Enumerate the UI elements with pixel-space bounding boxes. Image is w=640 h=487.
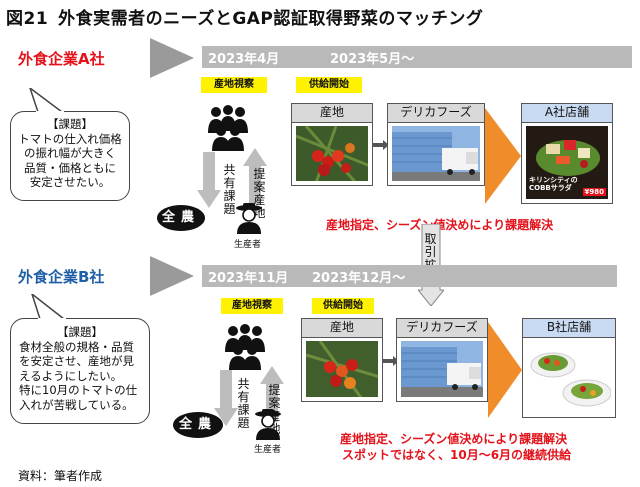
company-a-date-1: 2023年4月	[208, 52, 280, 67]
company-a-tag-visit: 産地視察	[201, 77, 267, 93]
box-store-label: A社店舗	[522, 104, 612, 123]
company-b-producer-label: 生産者	[254, 445, 282, 455]
figure-title: 図21 外食実需者のニーズとGAP認証取得野菜のマッチング	[6, 4, 483, 29]
truck-photo	[392, 126, 480, 181]
company-b-tag-visit: 産地視察	[221, 298, 283, 314]
company-b-box-delica: デリカフーズ	[396, 318, 488, 402]
company-b-orange-arrow-icon	[488, 322, 522, 418]
box-farm-label: 産地	[302, 319, 382, 338]
company-b-result-line-1: 産地指定、シーズン値決めにより課題解決	[340, 432, 568, 446]
company-b-bubble-tail	[31, 294, 67, 321]
company-b-down-arrow-icon	[214, 370, 238, 426]
issue-line: 安定させたい。	[29, 175, 111, 189]
company-a-tag-supply: 供給開始	[296, 77, 362, 93]
salad-plates-photo	[527, 341, 611, 413]
source-note: 資料：筆者作成	[18, 469, 103, 483]
company-b-farmer-icon	[255, 409, 281, 440]
company-b-label-share: 共有課題	[237, 377, 250, 430]
box-farm-label: 産地	[292, 104, 372, 123]
issue-line: を安定させ、産地が見	[19, 354, 134, 368]
truck-photo	[401, 341, 483, 397]
tomato-photo	[296, 126, 368, 181]
issue-line: 入れが苦戦している。	[19, 397, 134, 412]
salad-photo: キリンシティの COBBサラダ ¥980	[526, 126, 608, 199]
company-a-label-propose: 提案産地	[253, 167, 266, 220]
company-b-org-zennou: 全農	[173, 412, 223, 438]
company-a-org-zennou: 全農	[157, 205, 205, 231]
issue-line: の振れ幅が大きく	[24, 146, 116, 160]
company-b-staff-group-icon	[225, 324, 265, 370]
company-b-timeline-band	[202, 265, 617, 287]
company-a-date-2: 2023年5月～	[330, 52, 415, 67]
company-b-date-1: 2023年11月	[208, 271, 289, 286]
figure-title-text: 外食実需者のニーズとGAP認証取得野菜のマッチング	[58, 9, 484, 29]
issue-title: 【課題】	[47, 117, 93, 131]
company-a-up-arrow-icon	[243, 148, 267, 204]
company-b-up-arrow-icon	[260, 366, 284, 422]
menu-price-badge: ¥980	[582, 188, 606, 196]
menu-caption-line: キリンシティの	[529, 176, 578, 184]
company-a-farmer-icon	[236, 203, 262, 234]
company-a-box-farm: 産地	[291, 103, 373, 186]
company-a-box-delica: デリカフーズ	[387, 103, 485, 186]
company-a-name: 外食企業A社	[18, 50, 105, 68]
box-delica-label: デリカフーズ	[388, 104, 484, 123]
company-b-issue-bubble: 【課題】 食材全般の規格・品質 を安定させ、産地が見 えるようにしたい。 特に1…	[10, 318, 150, 424]
issue-line: 特に10月のトマトの仕	[19, 383, 138, 397]
company-a-issue-bubble: 【課題】 トマトの仕入れ価格 の振れ幅が大きく 品質・価格ともに 安定させたい。	[10, 111, 130, 201]
company-b-tag-supply: 供給開始	[312, 298, 374, 314]
company-b-result-line-2: スポットではなく、10月～6月の継続供給	[342, 448, 572, 462]
company-a-down-arrow-icon	[197, 152, 221, 208]
company-a-staff-group-icon	[208, 105, 248, 151]
company-a-bubble-tail	[29, 88, 65, 114]
company-a-label-share: 共有課題	[223, 163, 236, 216]
company-b-pointer-icon	[150, 256, 194, 296]
tomato-photo	[306, 341, 378, 397]
company-a-pointer-icon	[150, 38, 194, 78]
menu-caption-line: COBBサラダ	[529, 184, 572, 192]
company-b-box-store: B社店舗	[522, 318, 616, 418]
company-b-name: 外食企業B社	[18, 268, 105, 286]
issue-line: えるようにしたい。	[19, 368, 123, 383]
box-store-label: B社店舗	[523, 319, 615, 338]
company-a-producer-label: 生産者	[234, 240, 262, 250]
figure-number: 図21	[6, 9, 49, 29]
company-b-date-2: 2023年12月～	[312, 271, 406, 286]
arrow-right-icon	[383, 356, 399, 366]
issue-line: トマトの仕入れ価格	[18, 131, 122, 146]
company-a-orange-arrow-icon	[485, 108, 521, 204]
issue-title: 【課題】	[57, 325, 103, 339]
issue-line: 食材全般の規格・品質	[19, 339, 134, 354]
issue-line: 品質・価格ともに	[24, 160, 116, 175]
company-a-box-store: A社店舗 キリンシティの COBBサラダ ¥980	[521, 103, 613, 204]
arrow-right-icon	[373, 140, 389, 150]
company-a-timeline-band	[202, 46, 632, 68]
company-b-box-farm: 産地	[301, 318, 383, 402]
box-delica-label: デリカフーズ	[397, 319, 487, 338]
